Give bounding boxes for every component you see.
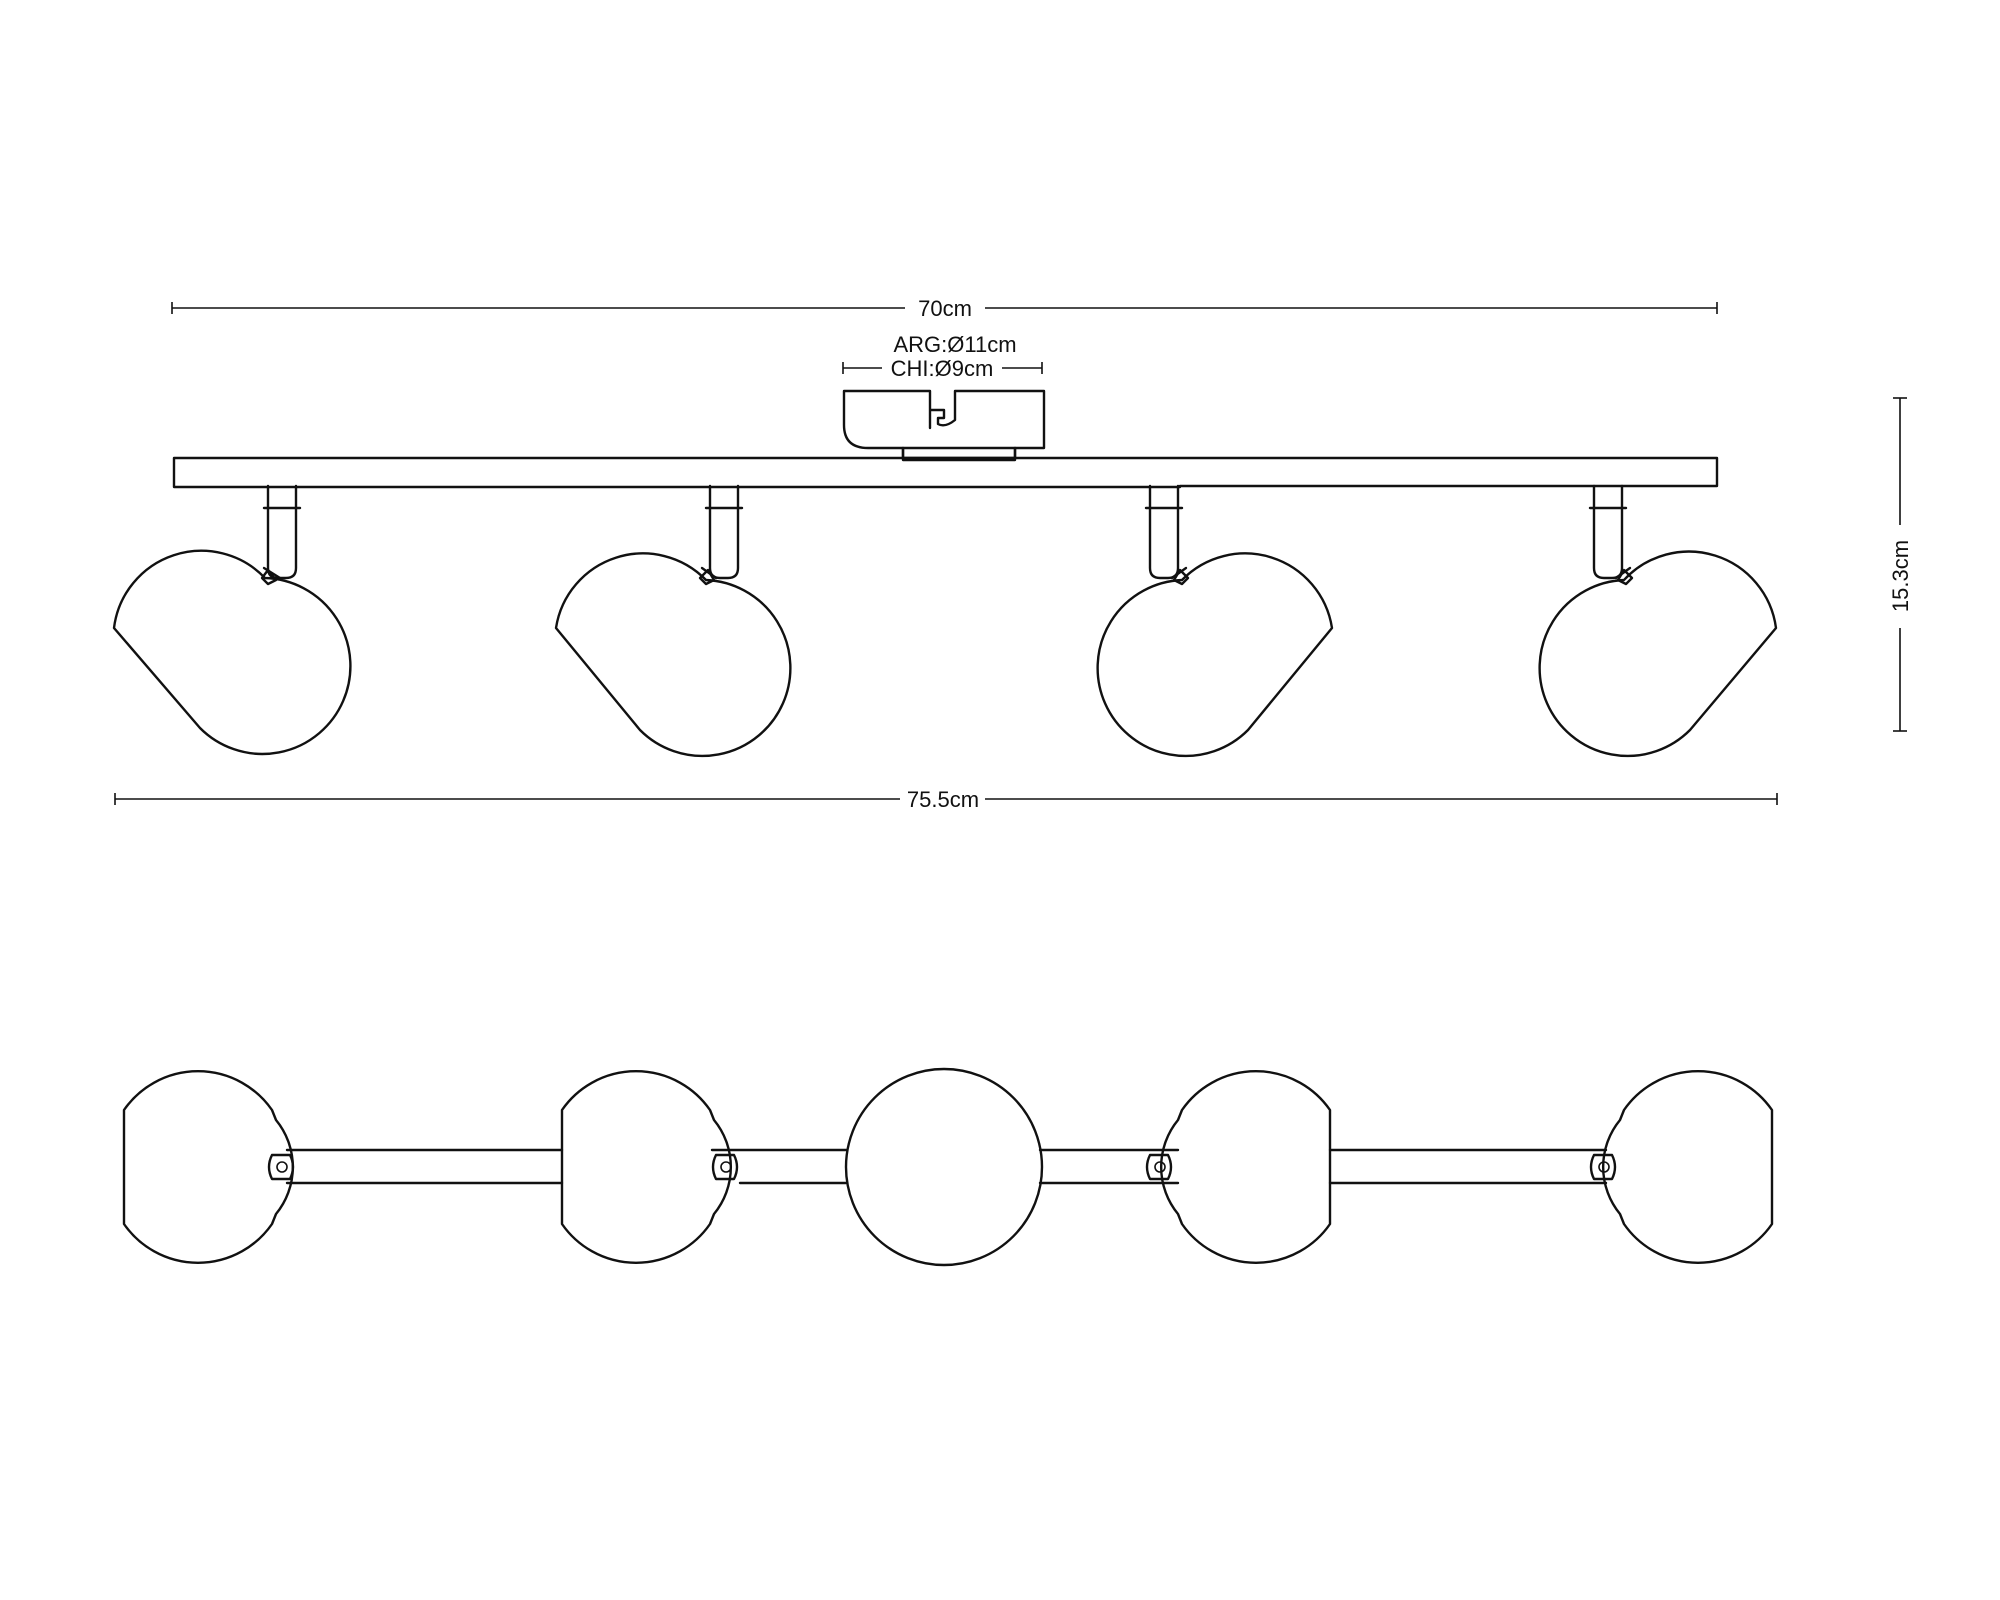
dimension-canopy-chi-label: CHI:Ø9cm bbox=[891, 356, 994, 381]
dimension-canopy-arg-label: ARG:Ø11cm bbox=[893, 332, 1016, 357]
top-spot-2 bbox=[560, 1070, 739, 1264]
top-canopy bbox=[844, 1067, 1044, 1267]
dimension-top-width: 70cm bbox=[171, 296, 1718, 321]
top-spot-3 bbox=[1145, 1070, 1332, 1264]
dimension-overall-width: 75.5cm bbox=[114, 787, 1778, 812]
spot-3 bbox=[1096, 484, 1334, 758]
spot-4 bbox=[1538, 484, 1778, 758]
dimension-top-width-label: 70cm bbox=[918, 296, 972, 321]
top-view bbox=[122, 1067, 1774, 1267]
top-spot-4 bbox=[1589, 1070, 1774, 1264]
canopy bbox=[842, 389, 1046, 462]
spot-2 bbox=[554, 484, 792, 758]
bar bbox=[172, 456, 1719, 489]
top-spot-1 bbox=[122, 1070, 295, 1264]
top-bar bbox=[285, 1148, 1608, 1185]
spot-1 bbox=[112, 484, 352, 756]
front-view bbox=[112, 389, 1778, 758]
dimension-overall-width-label: 75.5cm bbox=[907, 787, 979, 812]
dimension-height: 15.3cm bbox=[1888, 397, 1913, 732]
dimension-canopy: ARG:Ø11cm CHI:Ø9cm bbox=[842, 332, 1043, 381]
dimension-height-label: 15.3cm bbox=[1888, 540, 1913, 612]
